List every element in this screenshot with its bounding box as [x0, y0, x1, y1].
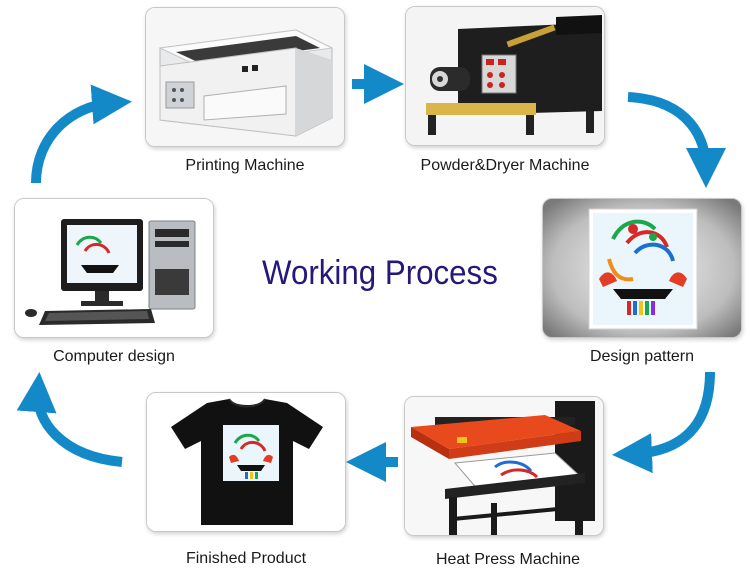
step-card-printing-machine — [145, 7, 345, 147]
arrow-powder-to-design — [628, 97, 706, 168]
step-label-powder-dryer: Powder&Dryer Machine — [395, 157, 615, 175]
step-label-heat-press: Heat Press Machine — [398, 551, 618, 569]
arrow-computer-to-printing — [36, 103, 112, 183]
design-pattern-icon — [543, 199, 742, 338]
powder-dryer-icon — [406, 7, 605, 146]
step-card-design-pattern — [542, 198, 742, 338]
step-label-finished-product: Finished Product — [146, 550, 346, 568]
step-label-printing-machine: Printing Machine — [145, 157, 345, 175]
printer-icon — [146, 8, 345, 147]
step-card-computer-design — [14, 198, 214, 338]
heat-press-icon — [405, 397, 604, 536]
computer-icon — [15, 199, 214, 338]
arrow-design-to-press — [632, 372, 710, 454]
step-card-finished-product — [146, 392, 346, 532]
diagram-title: Working Process — [262, 254, 498, 293]
arrow-finished-to-computer — [38, 392, 122, 462]
tshirt-icon — [147, 393, 346, 532]
step-card-heat-press — [404, 396, 604, 536]
step-label-computer-design: Computer design — [14, 348, 214, 366]
step-label-design-pattern: Design pattern — [542, 348, 742, 366]
step-card-powder-dryer — [405, 6, 605, 146]
